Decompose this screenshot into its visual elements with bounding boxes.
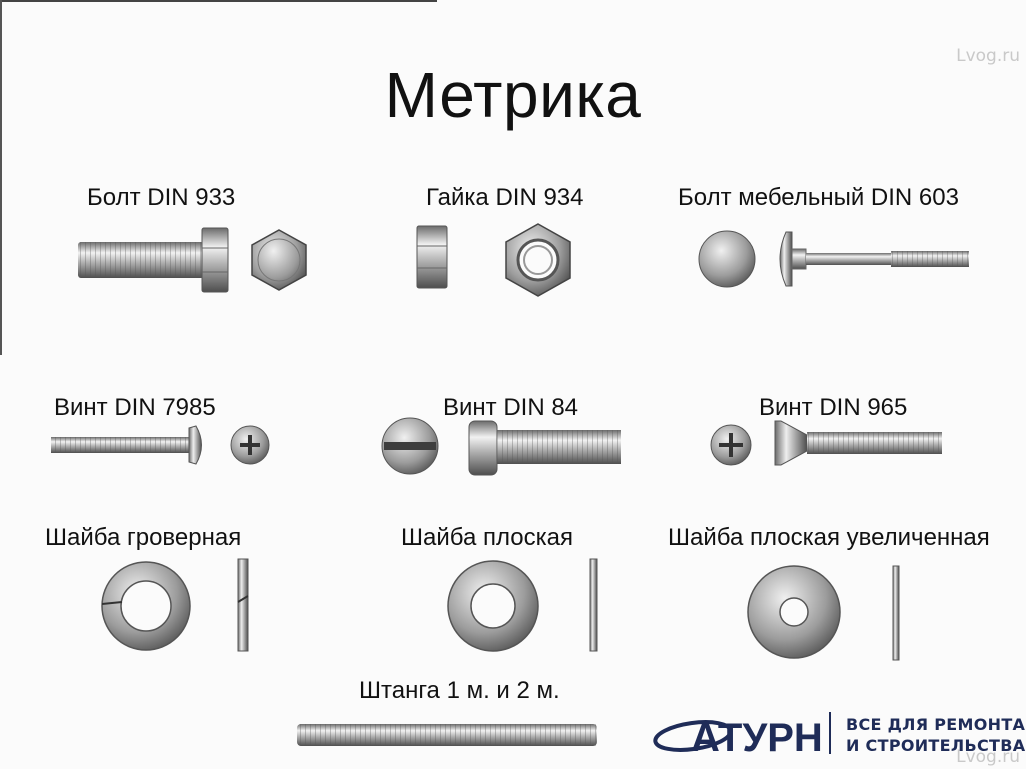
threaded-rod-icon (297, 724, 597, 746)
frame-border-left (0, 0, 2, 355)
label-large-flat-washer: Шайба плоская увеличенная (668, 524, 990, 551)
logo-tagline-line2: И СТРОИТЕЛЬСТВА (846, 736, 1026, 755)
spring-washer-side-icon (237, 558, 249, 652)
carriage-bolt-icon (779, 231, 969, 287)
cheese-head-screw-icon (468, 420, 621, 476)
label-screw-din-965: Винт DIN 965 (759, 394, 908, 421)
hex-nut-icon (505, 223, 571, 297)
countersunk-screw-icon (774, 420, 942, 466)
frame-border-top (0, 0, 437, 2)
spring-washer-icon (101, 561, 191, 651)
large-flat-washer-icon (747, 565, 841, 659)
hex-bolt-head-icon (251, 229, 307, 291)
watermark-bottom: Lvog.ru (956, 747, 1020, 767)
large-flat-washer-side-icon (892, 565, 900, 661)
label-nut-din-934: Гайка DIN 934 (426, 184, 584, 211)
label-screw-din-7985: Винт DIN 7985 (54, 394, 216, 421)
hex-bolt-icon (78, 227, 229, 293)
watermark-top: Lvog.ru (956, 46, 1020, 66)
pan-head-screw-icon (51, 425, 202, 465)
slotted-head-icon (381, 417, 439, 475)
flat-washer-icon (447, 560, 539, 652)
label-threaded-rod: Штанга 1 м. и 2 м. (359, 677, 560, 704)
logo-mark: АТУРН (691, 716, 823, 760)
logo-tagline: ВСЕ ДЛЯ РЕМОНТА И СТРОИТЕЛЬСТВА (846, 714, 1025, 756)
logo-tagline-line1: ВСЕ ДЛЯ РЕМОНТА (846, 715, 1026, 734)
label-screw-din-84: Винт DIN 84 (443, 394, 579, 421)
label-bolt-din-933: Болт DIN 933 (87, 184, 236, 211)
saturn-logo-icon: АТУРН (653, 716, 823, 760)
flat-washer-side-icon (589, 558, 598, 652)
page-title: Метрика (384, 59, 642, 131)
label-carriage-bolt-din-603: Болт мебельный DIN 603 (678, 184, 959, 211)
logo-separator (829, 712, 831, 754)
countersunk-head-icon (710, 424, 752, 466)
hex-nut-side-icon (416, 225, 448, 289)
label-flat-washer: Шайба плоская (401, 524, 573, 551)
carriage-bolt-head-icon (698, 230, 756, 288)
label-spring-washer: Шайба гроверная (45, 524, 242, 551)
phillips-head-icon (230, 425, 270, 465)
